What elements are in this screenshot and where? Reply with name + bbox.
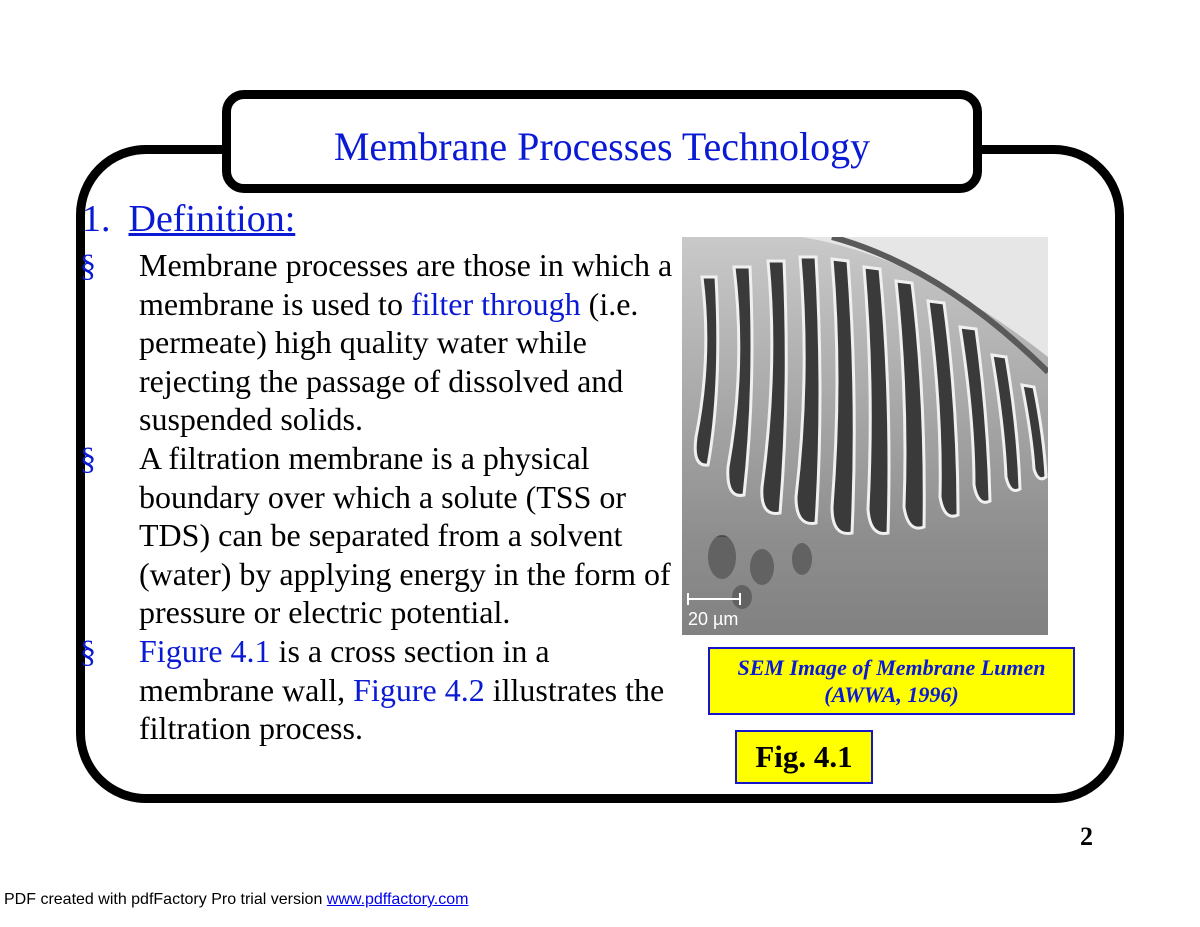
title-box: Membrane Processes Technology (222, 90, 982, 193)
sem-image: 20 µm (682, 237, 1048, 635)
section-heading: 1. Definition: (82, 196, 295, 242)
footer-link[interactable]: www.pdffactory.com (326, 891, 469, 908)
bullet-item: § Membrane processes are those in which … (80, 246, 680, 439)
bullet-icon: § (80, 439, 96, 476)
bullet-list: § Membrane processes are those in which … (80, 246, 680, 748)
footer-text: PDF created with pdfFactory Pro trial ve… (4, 891, 327, 908)
scale-bar-label: 20 µm (688, 609, 738, 629)
page-number: 2 (1080, 822, 1093, 851)
bullet-icon: § (80, 247, 96, 283)
membrane-cross-section-icon: 20 µm (682, 237, 1048, 635)
heading-number: 1. (82, 198, 111, 240)
image-caption: SEM Image of Membrane Lumen (AWWA, 1996) (708, 647, 1075, 715)
bullet-text: (i.e. permeate) high quality water while… (139, 285, 639, 438)
heading-text: Definition: (128, 198, 296, 240)
bullet-item: § Figure 4.1 is a cross section in a mem… (80, 632, 680, 748)
bullet-icon: § (80, 632, 96, 669)
bullet-text: is a cross section in a membrane wall, (139, 632, 550, 708)
bullet-text: Membrane processes are those in which a … (139, 247, 673, 322)
caption-line-1: SEM Image of Membrane Lumen (737, 655, 1046, 680)
slide-title: Membrane Processes Technology (333, 124, 871, 169)
bullet-item: § A filtration membrane is a physical bo… (80, 439, 680, 632)
bullet-text: illustrates the filtration process. (139, 671, 665, 747)
bullet-text: A filtration membrane is a physical boun… (139, 439, 671, 631)
footer: PDF created with pdfFactory Pro trial ve… (4, 891, 468, 909)
figure-4-1-link[interactable]: Figure 4.1 (139, 632, 271, 669)
figure-label: Fig. 4.1 (735, 730, 873, 784)
caption-line-2: (AWWA, 1996) (824, 682, 959, 707)
bullet-highlight: filter through (410, 285, 581, 322)
figure-4-2-link[interactable]: Figure 4.2 (353, 671, 485, 708)
